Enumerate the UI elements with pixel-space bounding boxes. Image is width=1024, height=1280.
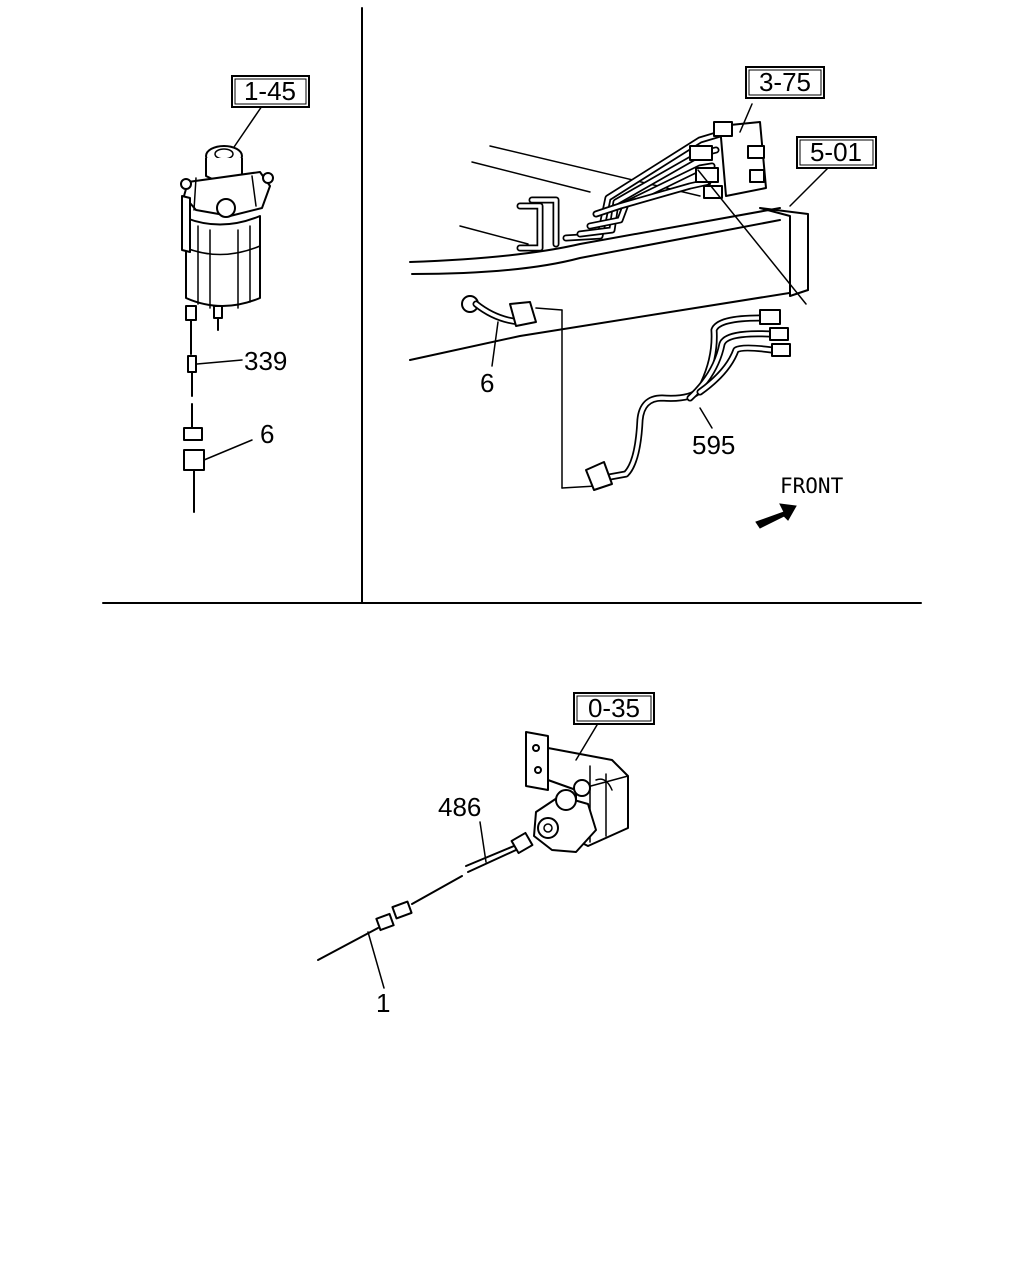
frame-and-harness [409,103,831,529]
ref-label-3-75: 3-75 [759,67,811,97]
part-number-486[interactable]: 486 [438,792,481,822]
front-direction-arrow [755,503,797,529]
bracket-sensor-assembly [317,719,629,989]
ref-label-5-01: 5-01 [810,137,862,167]
part-number-1[interactable]: 1 [376,988,390,1018]
clip-6 [183,449,205,471]
ref-box-0-35[interactable]: 0-35 [573,692,655,725]
front-label: FRONT [780,474,844,498]
panel-dividers [102,7,922,604]
ref-box-5-01[interactable]: 5-01 [796,136,877,169]
ref-label-1-45: 1-45 [244,76,296,106]
ref-box-1-45[interactable]: 1-45 [231,75,310,108]
ref-box-3-75[interactable]: 3-75 [745,66,825,99]
part-number-6-left[interactable]: 6 [260,419,274,449]
fuel-filter-assembly [180,105,274,513]
part-number-339[interactable]: 339 [244,346,287,376]
part-number-6-right[interactable]: 6 [480,368,494,398]
connector-339 [187,355,197,373]
ref-label-0-35: 0-35 [588,693,640,723]
part-number-595[interactable]: 595 [692,430,735,460]
